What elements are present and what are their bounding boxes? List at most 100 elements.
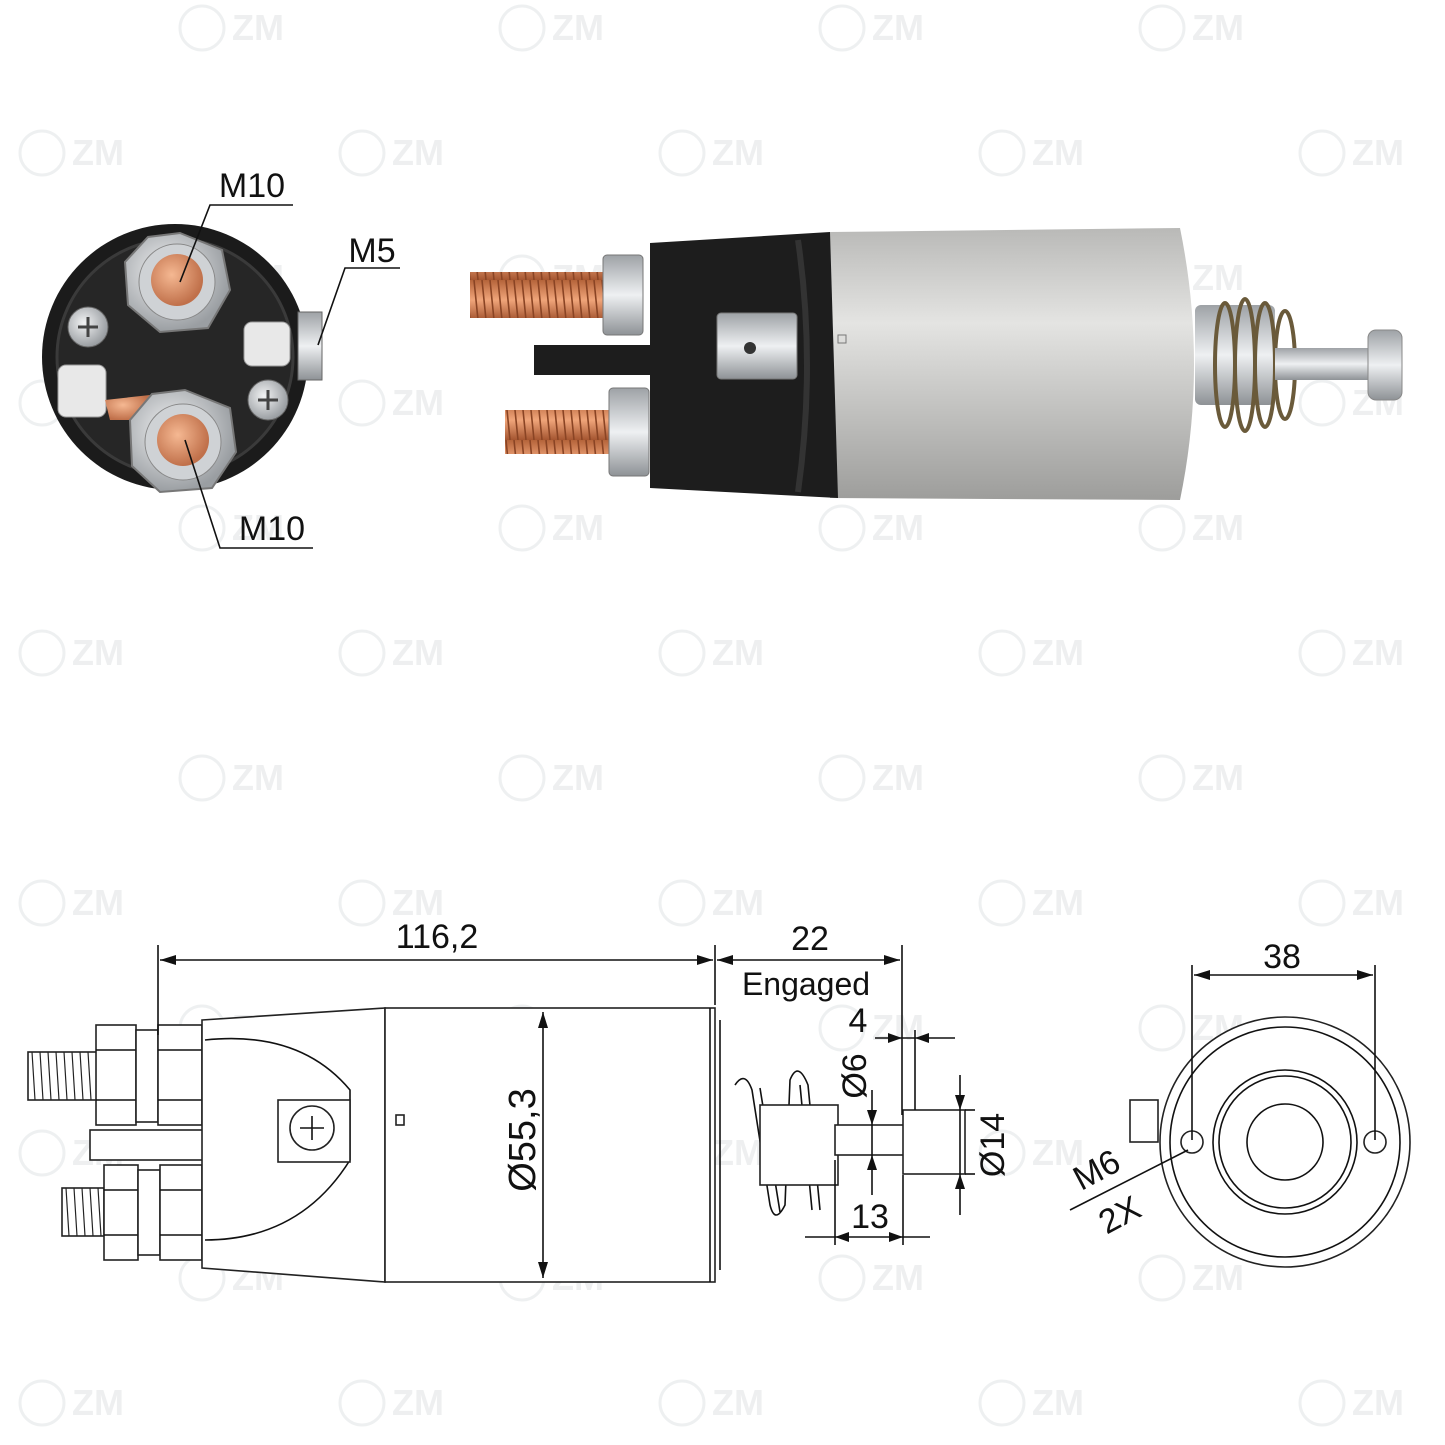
watermark-text: ZM: [72, 882, 124, 923]
screw-icon: [247, 379, 289, 421]
zm-watermark-icon: ZM: [1138, 504, 1244, 552]
watermark-text: ZM: [1192, 757, 1244, 798]
watermark-text: ZM: [1032, 132, 1084, 173]
zm-watermark-icon: ZM: [818, 1254, 924, 1302]
dim-plunger-head: 4: [849, 1002, 868, 1040]
drawing-end-outer: [1159, 1016, 1411, 1268]
thread-line: [79, 1051, 84, 1101]
watermark-text: ZM: [392, 632, 444, 673]
watermark-text: ZM: [72, 132, 124, 173]
watermark-text: ZM: [1352, 632, 1404, 673]
zm-watermark-icon: ZM: [1138, 4, 1244, 52]
drawing-end-boss: [1212, 1069, 1358, 1215]
dim-stroke: 22: [791, 920, 829, 958]
watermark-text: ZM: [1032, 882, 1084, 923]
zm-watermark-icon: ZM: [978, 629, 1084, 677]
zm-watermark-icon: ZM: [178, 504, 284, 552]
drawing-plunger-head: [902, 1109, 966, 1175]
zm-watermark-icon: ZM: [818, 754, 924, 802]
zm-watermark-icon: ZM: [978, 879, 1084, 927]
zm-watermark-icon: ZM: [338, 629, 444, 677]
zm-watermark-icon: ZM: [658, 879, 764, 927]
thread-line: [87, 1051, 92, 1101]
watermark-text: ZM: [552, 507, 604, 548]
zm-watermark-icon: ZM: [1298, 129, 1404, 177]
watermark-text: ZM: [1192, 507, 1244, 548]
zm-watermark-icon: ZM: [658, 1379, 764, 1427]
hex-nut-top: [602, 254, 644, 336]
drawing-end-tab: [1129, 1099, 1159, 1143]
thread-line: [47, 1051, 52, 1101]
zm-watermark-icon: ZM: [18, 629, 124, 677]
watermark-text: ZM: [872, 1007, 924, 1048]
dim-mount-count: 2X: [1093, 1189, 1148, 1242]
end-view-drawing: [1069, 965, 1411, 1268]
watermark-text: ZM: [392, 382, 444, 423]
zm-watermark-icon: ZM: [498, 754, 604, 802]
zm-watermark-icon: ZM: [18, 879, 124, 927]
zm-watermark-icon: ZM: [338, 879, 444, 927]
thread-line: [65, 1187, 70, 1237]
zm-watermark-icon: ZM: [658, 129, 764, 177]
watermark-text: ZM: [712, 1382, 764, 1423]
watermark-text: ZM: [1032, 1382, 1084, 1423]
side-view-drawing: [27, 1007, 966, 1283]
zm-watermark-icon: ZM: [178, 754, 284, 802]
zm-watermark-icon: ZM: [658, 629, 764, 677]
m10-terminal-bottom: [128, 388, 238, 494]
spade-terminal: [716, 312, 798, 380]
zm-watermark-icon: ZM: [338, 379, 444, 427]
leader-m10-top: [179, 204, 293, 283]
drawing-screw-icon: [277, 1099, 351, 1163]
zm-watermark-icon: ZM: [1138, 1254, 1244, 1302]
zm-watermark-icon: ZM: [818, 1004, 924, 1052]
drawing-nut-top-2: [157, 1024, 203, 1126]
thread-line: [73, 1187, 78, 1237]
drawing-plunger-rod: [834, 1124, 908, 1156]
zm-watermark-icon: ZM: [1298, 629, 1404, 677]
watermark-text: ZM: [72, 1382, 124, 1423]
drawing-nut-bottom-2: [159, 1164, 203, 1261]
watermark-text: ZM: [1032, 1132, 1084, 1173]
side-view-photo: [470, 228, 1403, 500]
plunger-rod: [1275, 348, 1375, 380]
watermark-text: ZM: [712, 132, 764, 173]
terminal-block-right: [243, 321, 291, 367]
dim-overall-length: 116,2: [396, 918, 479, 956]
hex-nut-bottom: [608, 387, 650, 477]
watermark-text: ZM: [232, 7, 284, 48]
dim-bolt-spacing: 38: [1263, 938, 1301, 976]
solenoid-can: [830, 228, 1194, 500]
drawing-nut-top-1: [95, 1024, 137, 1126]
label-m10-bottom: M10: [239, 510, 305, 548]
watermark-text: ZM: [872, 7, 924, 48]
watermark-text: ZM: [72, 632, 124, 673]
zm-watermark-icon: ZM: [978, 1129, 1084, 1177]
copper-stud-top: [470, 272, 610, 318]
watermark-text: ZM: [392, 1382, 444, 1423]
thread-line: [97, 1187, 102, 1237]
watermark-text: ZM: [232, 507, 284, 548]
drawing-flange: [89, 1129, 206, 1161]
watermark-text: ZM: [712, 882, 764, 923]
drawing-stud-top: [27, 1051, 99, 1101]
drawing-end-bore: [1246, 1103, 1324, 1181]
cap-mount-flange: [534, 345, 654, 375]
zm-watermark-icon: ZM: [818, 504, 924, 552]
watermark-text: ZM: [392, 132, 444, 173]
thread-line: [63, 1051, 68, 1101]
thread-line: [89, 1187, 94, 1237]
leader-m10-bottom: [184, 439, 313, 549]
watermark-text: ZM: [1192, 257, 1244, 298]
watermark-text: ZM: [1192, 1257, 1244, 1298]
m5-terminal-tab: [297, 311, 323, 381]
leader-m6: [1069, 1149, 1189, 1211]
zm-watermark-icon: ZM: [1138, 754, 1244, 802]
watermark-text: ZM: [1032, 632, 1084, 673]
zm-watermark-icon: ZM: [978, 129, 1084, 177]
watermark-text: ZM: [1352, 882, 1404, 923]
dim-plunger-large-dia: Ø14: [974, 1113, 1012, 1177]
zm-watermark-icon: ZM: [338, 129, 444, 177]
dim-plunger-small-dia: Ø6: [836, 1053, 874, 1098]
